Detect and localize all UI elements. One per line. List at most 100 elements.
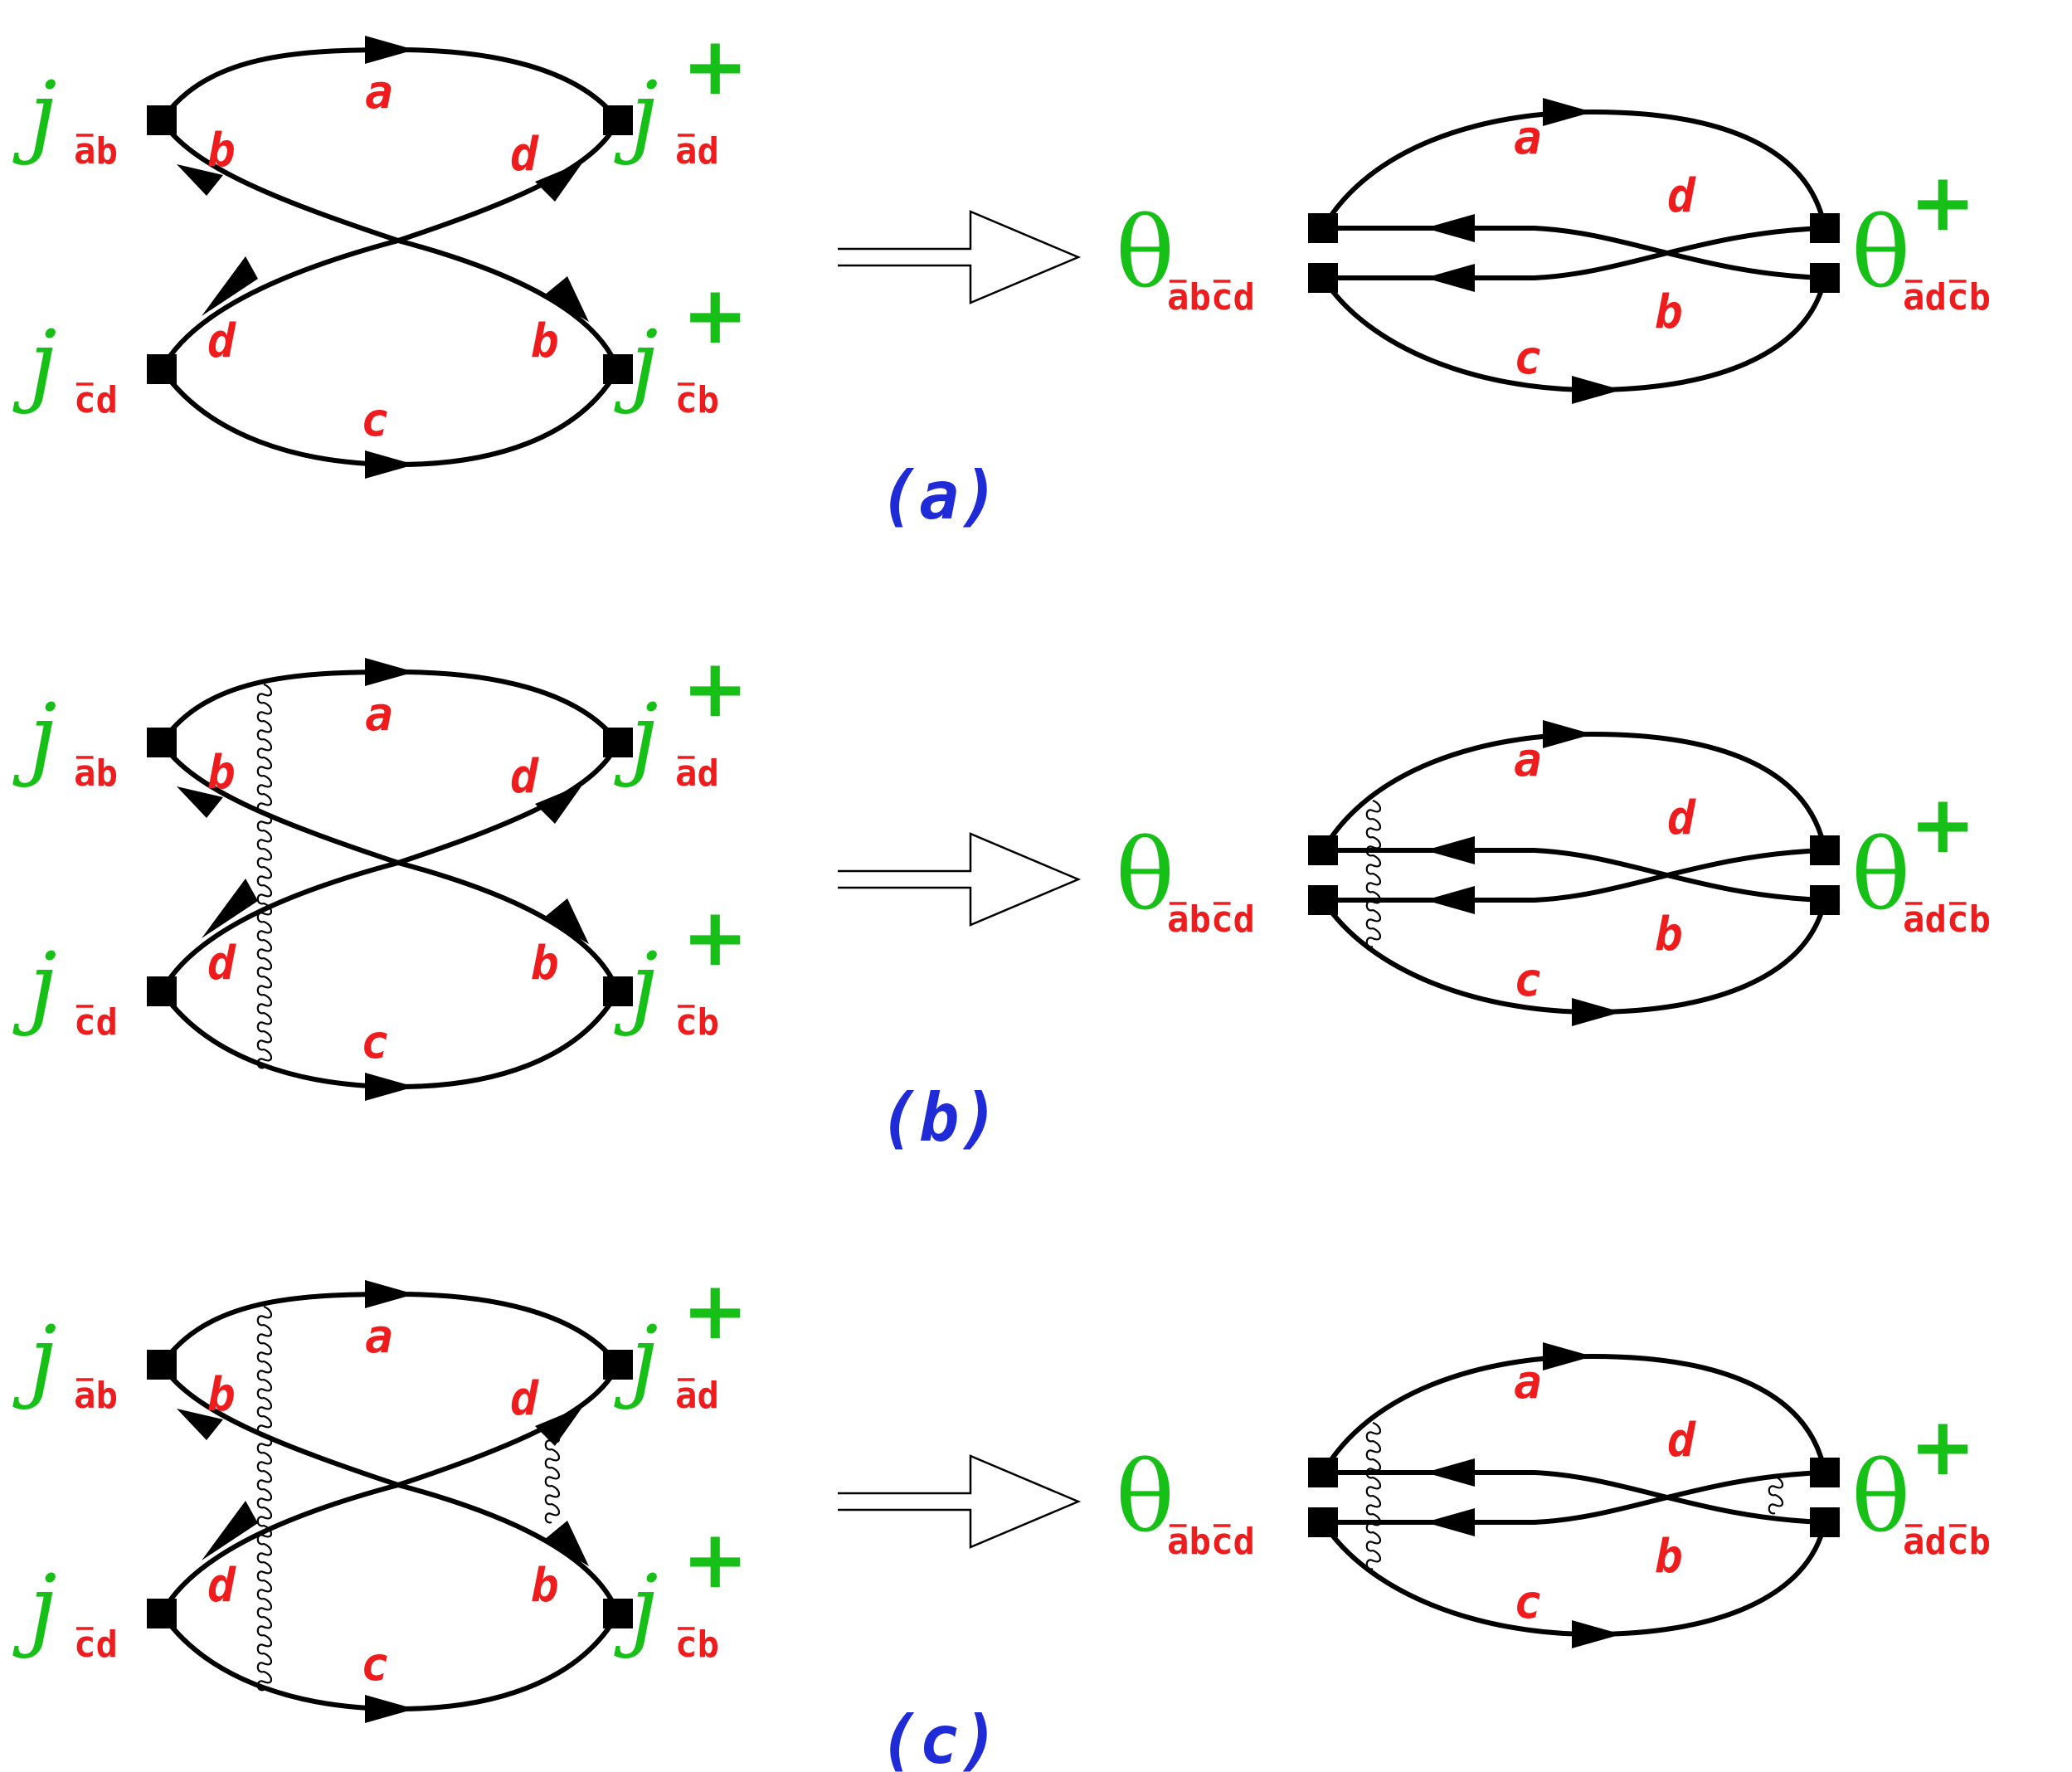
label-c-left: c [361, 1015, 389, 1069]
operator-theta-left-subscript: abcd [1167, 1521, 1255, 1563]
right-diagram-lines [1308, 720, 1840, 1026]
current-top-right-superscript: + [682, 20, 748, 113]
panel-caption: (a) [879, 457, 1000, 534]
operator-theta-right-superscript: + [1909, 778, 1976, 871]
current-top-right-superscript: + [682, 1264, 748, 1357]
label-a-left: a [365, 1310, 393, 1364]
label-d-upper-right: d [510, 1372, 539, 1426]
current-bottom-left-subscript: cd [74, 1001, 118, 1044]
operator-theta-right-superscript: + [1909, 1400, 1976, 1493]
gluon-right-diagram-second [1768, 1475, 1784, 1515]
transition-double-arrow [836, 1454, 1080, 1549]
label-d-lower-left: d [207, 1559, 236, 1613]
label-b-upper-left: b [207, 746, 236, 800]
label-b-right: b [1655, 1530, 1683, 1584]
label-b-upper-left: b [207, 124, 236, 178]
current-bottom-left-symbol: j [12, 312, 57, 416]
current-top-left-symbol: j [12, 63, 57, 167]
operator-theta-right-subscript: adcb [1903, 1521, 1991, 1563]
label-b-lower-right: b [531, 937, 559, 991]
gluon-left-diagram [256, 1305, 273, 1692]
current-bottom-right-superscript: + [682, 269, 748, 362]
gluon-left-diagram [256, 683, 273, 1069]
label-c-right: c [1514, 1575, 1542, 1629]
current-bottom-right-subscript: cb [675, 379, 719, 421]
label-a-right: a [1514, 733, 1542, 787]
operator-theta-right-symbol: θ [1851, 817, 1910, 932]
current-top-right-subscript: ad [675, 752, 719, 795]
operator-theta-right-superscript: + [1909, 156, 1976, 249]
label-c-right: c [1514, 953, 1542, 1007]
label-b-right: b [1655, 285, 1683, 339]
current-top-left-subscript: ab [74, 1375, 118, 1417]
operator-theta-right-symbol: θ [1851, 195, 1910, 309]
current-bottom-left-subscript: cd [74, 1624, 118, 1666]
label-d-right: d [1667, 1414, 1696, 1468]
label-c-left: c [361, 393, 389, 447]
current-top-left-symbol: j [12, 1307, 57, 1411]
label-b-lower-right: b [531, 314, 559, 368]
label-d-upper-right: d [510, 750, 539, 804]
panel-caption: (b) [879, 1079, 1000, 1156]
gluon-left-diagram-second [544, 1429, 561, 1524]
right-diagram-lines [1308, 1342, 1840, 1648]
operator-theta-left-symbol: θ [1116, 1439, 1175, 1554]
label-a-right: a [1514, 111, 1542, 165]
label-d-lower-left: d [207, 314, 236, 368]
label-d-right: d [1667, 169, 1696, 223]
operator-theta-right-subscript: adcb [1903, 276, 1991, 319]
current-top-right-superscript: + [682, 642, 748, 735]
right-diagram-lines [1308, 98, 1840, 404]
current-top-right-subscript: ad [675, 130, 719, 173]
operator-theta-left-subscript: abcd [1167, 276, 1255, 319]
current-bottom-right-superscript: + [682, 1513, 748, 1606]
transition-double-arrow [836, 832, 1080, 927]
current-top-left-subscript: ab [74, 130, 118, 173]
label-d-lower-left: d [207, 937, 236, 991]
current-bottom-left-subscript: cd [74, 379, 118, 421]
operator-theta-right-subscript: adcb [1903, 898, 1991, 941]
current-bottom-right-subscript: cb [675, 1001, 719, 1044]
label-c-left: c [361, 1638, 389, 1692]
current-bottom-left-symbol: j [12, 1556, 57, 1660]
label-b-upper-left: b [207, 1368, 236, 1422]
current-bottom-right-subscript: cb [675, 1624, 719, 1666]
label-b-right: b [1655, 908, 1683, 961]
operator-theta-left-symbol: θ [1116, 817, 1175, 932]
label-b-lower-right: b [531, 1559, 559, 1613]
current-bottom-left-symbol: j [12, 934, 57, 1038]
gluon-right-diagram [1365, 799, 1382, 948]
current-top-right-subscript: ad [675, 1375, 719, 1417]
label-c-right: c [1514, 331, 1542, 385]
operator-theta-left-symbol: θ [1116, 195, 1175, 309]
operator-theta-right-symbol: θ [1851, 1439, 1910, 1554]
label-d-upper-right: d [510, 128, 539, 182]
current-top-left-subscript: ab [74, 752, 118, 795]
panel-caption: (c) [879, 1701, 1000, 1772]
label-d-right: d [1667, 791, 1696, 845]
label-a-left: a [365, 688, 393, 742]
transition-double-arrow [836, 210, 1080, 304]
label-a-right: a [1514, 1356, 1542, 1409]
